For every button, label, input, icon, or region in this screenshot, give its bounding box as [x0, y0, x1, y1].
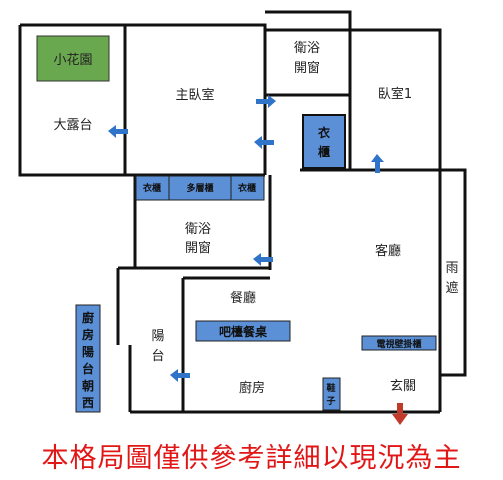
- kbw-char: 陽: [82, 345, 94, 359]
- kitchen-balcony-west-box: [75, 304, 101, 413]
- arrow-up-icon: [371, 154, 384, 173]
- garden-box: [36, 35, 110, 82]
- floor-plan: 小花園 大露台 主臥室 衛浴 開窗 臥室1 衣 櫃 衣櫃 多層櫃 衣櫃 衛浴 開…: [18, 10, 467, 425]
- balcony-label-2: 台: [151, 349, 164, 364]
- arrow-left-icon: [254, 136, 274, 149]
- shoe-cabinet-label-1: 鞋: [326, 382, 335, 394]
- arrow-left-icon: [253, 253, 273, 266]
- wardrobe-label-2: 櫃: [318, 144, 330, 159]
- bedroom1-label: 臥室1: [378, 86, 412, 102]
- kitchen-label: 廚房: [239, 380, 265, 396]
- arrow-left-icon: [170, 369, 190, 382]
- kbw-char: 房: [82, 327, 94, 342]
- rain-shelter-label-2: 遮: [445, 280, 458, 296]
- terrace-label: 大露台: [53, 118, 92, 133]
- kbw-char: 西: [82, 396, 94, 410]
- closet-left-box: [135, 175, 170, 201]
- kbw-char: 朝: [82, 378, 94, 393]
- balcony-label-1: 陽: [151, 329, 164, 344]
- bath-top-label-2: 開窗: [294, 60, 320, 76]
- dining-room-label: 餐廳: [230, 290, 256, 306]
- disclaimer-text: 本格局圖僅供參考詳細以現況為主: [41, 443, 462, 474]
- door-arrows: [108, 95, 384, 382]
- multi-cabinet-label: 多層櫃: [186, 182, 213, 194]
- entrance-arrow-icon: [392, 403, 408, 425]
- multi-cabinet-box: [168, 175, 232, 201]
- closet-right-label: 衣櫃: [238, 182, 256, 194]
- garden-label: 小花園: [53, 52, 92, 68]
- kbw-char: 廚: [82, 310, 94, 325]
- bath-mid-label-1: 衛浴: [185, 222, 211, 237]
- kbw-char: 台: [82, 361, 94, 376]
- wardrobe-label-1: 衣: [318, 125, 330, 140]
- closet-right-box: [230, 175, 265, 201]
- kitchen-balcony-west-label: 廚 房 陽 台 朝 西: [82, 310, 94, 410]
- bath-mid-label-2: 開窗: [185, 240, 211, 256]
- shoe-cabinet-label-2: 子: [326, 396, 335, 407]
- arrow-right-icon: [256, 95, 276, 108]
- master-bedroom-label: 主臥室: [175, 87, 214, 103]
- tv-cabinet-box: [361, 335, 437, 351]
- entrance-label: 玄關: [390, 379, 416, 394]
- bath-top-label-1: 衛浴: [294, 41, 320, 56]
- shoe-cabinet-box: [322, 377, 341, 411]
- bar-table-label: 吧檯餐桌: [219, 324, 268, 339]
- rain-shelter-label-1: 雨: [445, 261, 458, 276]
- bar-table-box: [195, 320, 291, 342]
- walls: [18, 10, 467, 414]
- arrow-left-icon: [108, 125, 128, 138]
- tv-cabinet-label: 電視壁掛櫃: [376, 338, 421, 350]
- closet-left-label: 衣櫃: [143, 182, 161, 194]
- living-room-label: 客廳: [375, 243, 401, 259]
- wardrobe-box: [302, 114, 346, 169]
